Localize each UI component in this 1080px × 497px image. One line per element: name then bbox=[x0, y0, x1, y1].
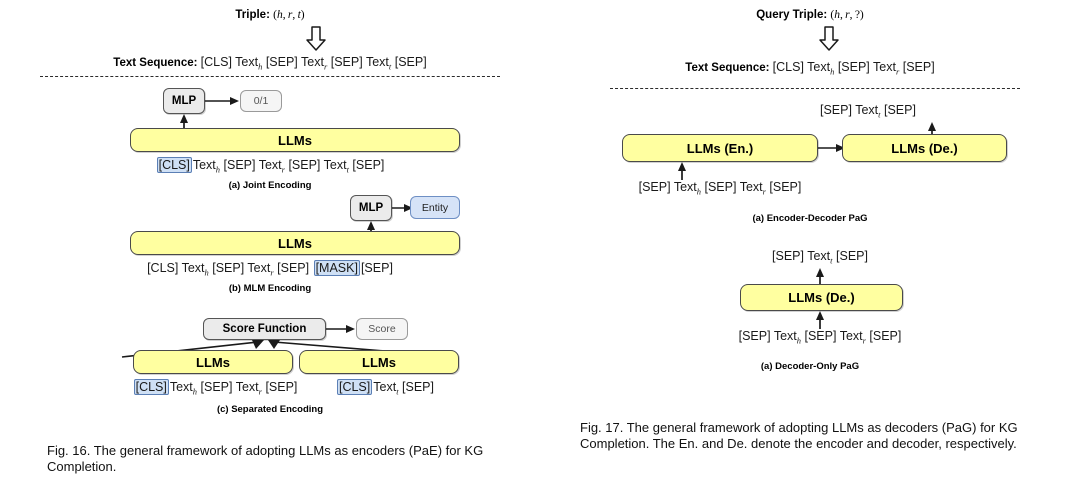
panel-caption-right-b: (a) Decoder-Only PaG bbox=[760, 361, 860, 372]
text-sequence-header-right: Text Sequence: [CLS] Texth [SEP] Textr [… bbox=[540, 60, 1080, 77]
llm-decoder-box-b[interactable]: LLMs (De.) bbox=[740, 284, 903, 311]
llm-decoder-box-a[interactable]: LLMs (De.) bbox=[842, 134, 1007, 162]
text-sequence-header: Text Sequence: [CLS] Texth [SEP] Textr [… bbox=[0, 55, 540, 72]
query-triple-label: Query Triple: bbox=[756, 9, 828, 21]
decoder-input-sequence-b: [SEP] Texth [SEP] Textr [SEP] bbox=[738, 329, 902, 346]
llm-box-c-right[interactable]: LLMs bbox=[299, 350, 459, 374]
llm-label-c-left: LLMs bbox=[196, 354, 230, 370]
triple-label: Triple: bbox=[235, 9, 270, 21]
encoder-input-sequence: [SEP] Texth [SEP] Textr [SEP] bbox=[638, 180, 802, 197]
input-rest-a: Texth [SEP] Textr [SEP] Textt [SEP] bbox=[192, 158, 385, 175]
llm-label-c-right: LLMs bbox=[362, 354, 396, 370]
query-triple-value: (h, r, ?) bbox=[830, 9, 864, 21]
entity-label-b: Entity bbox=[421, 201, 449, 214]
entity-box-b: Entity bbox=[410, 196, 460, 219]
mlp-label-a: MLP bbox=[171, 95, 197, 107]
score-output-label: Score bbox=[368, 323, 396, 335]
llm-encoder-label: LLMs (En.) bbox=[686, 140, 754, 156]
mlp-box-b[interactable]: MLP bbox=[350, 195, 392, 221]
output-box-a: 0/1 bbox=[240, 90, 282, 112]
llm-label-a: LLMs bbox=[278, 132, 312, 148]
figure-17-container: Query Triple: (h, r, ?) Text Sequence: [… bbox=[540, 0, 1080, 497]
score-function-label: Score Function bbox=[222, 323, 307, 335]
decoder-output-sequence-a: [SEP] Textt [SEP] bbox=[820, 103, 916, 120]
text-sequence-label: Text Sequence: bbox=[113, 57, 198, 69]
triple-value: (h, r, t) bbox=[273, 9, 305, 21]
section-divider-right bbox=[610, 88, 1020, 89]
input-sequence-c-right: [CLS]Textt [SEP] bbox=[310, 379, 460, 397]
triple-header: Triple: (h, r, t) bbox=[0, 9, 540, 21]
mlp-box-a[interactable]: MLP bbox=[163, 88, 205, 114]
figure-16-container: Triple: (h, r, t) Text Sequence: [CLS] T… bbox=[0, 9, 540, 474]
llm-decoder-label-a: LLMs (De.) bbox=[891, 140, 958, 156]
mlp-to-output-arrow-a bbox=[205, 94, 240, 108]
input-rest-c-right: Textt [SEP] bbox=[373, 380, 434, 397]
cls-token-c-left: [CLS] bbox=[133, 379, 169, 395]
input-post-b: [SEP] bbox=[360, 261, 393, 275]
text-sequence-label-right: Text Sequence: bbox=[685, 62, 770, 74]
input-pre-b: [CLS] Texth [SEP] Textr [SEP] bbox=[147, 261, 313, 278]
llm-box-a[interactable]: LLMs bbox=[130, 128, 460, 152]
llm-box-c-left[interactable]: LLMs bbox=[133, 350, 293, 374]
down-block-arrow-icon bbox=[305, 26, 327, 51]
figure-17-caption: Fig. 17. The general framework of adopti… bbox=[580, 420, 1018, 451]
panel-caption-a: (a) Joint Encoding bbox=[228, 180, 312, 191]
cls-token-a: [CLS] bbox=[156, 157, 192, 173]
llm-encoder-box[interactable]: LLMs (En.) bbox=[622, 134, 818, 162]
section-divider bbox=[40, 76, 500, 77]
input-sequence-c-left: [CLS]Texth [SEP] Textr [SEP] bbox=[125, 379, 305, 397]
mlp-label-b: MLP bbox=[358, 202, 384, 214]
panel-caption-b: (b) MLM Encoding bbox=[228, 283, 312, 294]
query-triple-header: Query Triple: (h, r, ?) bbox=[540, 9, 1080, 21]
panel-caption-c: (c) Separated Encoding bbox=[216, 404, 324, 415]
score-output-box: Score bbox=[356, 318, 408, 340]
encoder-to-decoder-arrow bbox=[818, 141, 846, 155]
figure-16-caption: Fig. 16. The general framework of adopti… bbox=[47, 443, 484, 474]
panel-caption-right-a: (a) Encoder-Decoder PaG bbox=[752, 213, 868, 224]
text-sequence-value: [CLS] Texth [SEP] Textr [SEP] Textt [SEP… bbox=[200, 55, 427, 72]
input-sequence-b: [CLS] Texth [SEP] Textr [SEP] [MASK][SEP… bbox=[0, 260, 540, 278]
decoder-input-arrow-b bbox=[813, 311, 827, 329]
mask-token-b: [MASK] bbox=[313, 260, 360, 276]
text-sequence-value-right: [CLS] Texth [SEP] Textr [SEP] bbox=[772, 60, 935, 77]
llm-decoder-label-b: LLMs (De.) bbox=[788, 290, 855, 305]
score-function-box[interactable]: Score Function bbox=[203, 318, 326, 340]
decoder-output-sequence-b: [SEP] Textt [SEP] bbox=[772, 249, 868, 266]
llm-label-b: LLMs bbox=[278, 235, 312, 251]
down-block-arrow-icon bbox=[818, 26, 840, 51]
input-rest-c-left: Texth [SEP] Textr [SEP] bbox=[169, 380, 298, 397]
output-label-a: 0/1 bbox=[253, 95, 269, 107]
llm-box-b[interactable]: LLMs bbox=[130, 231, 460, 255]
encoder-input-arrow bbox=[675, 162, 689, 180]
score-arrow bbox=[326, 322, 356, 336]
input-sequence-a: [CLS]Texth [SEP] Textr [SEP] Textt [SEP] bbox=[0, 157, 540, 175]
mlp-to-entity-arrow-b bbox=[392, 201, 414, 215]
cls-token-c-right: [CLS] bbox=[336, 379, 373, 395]
